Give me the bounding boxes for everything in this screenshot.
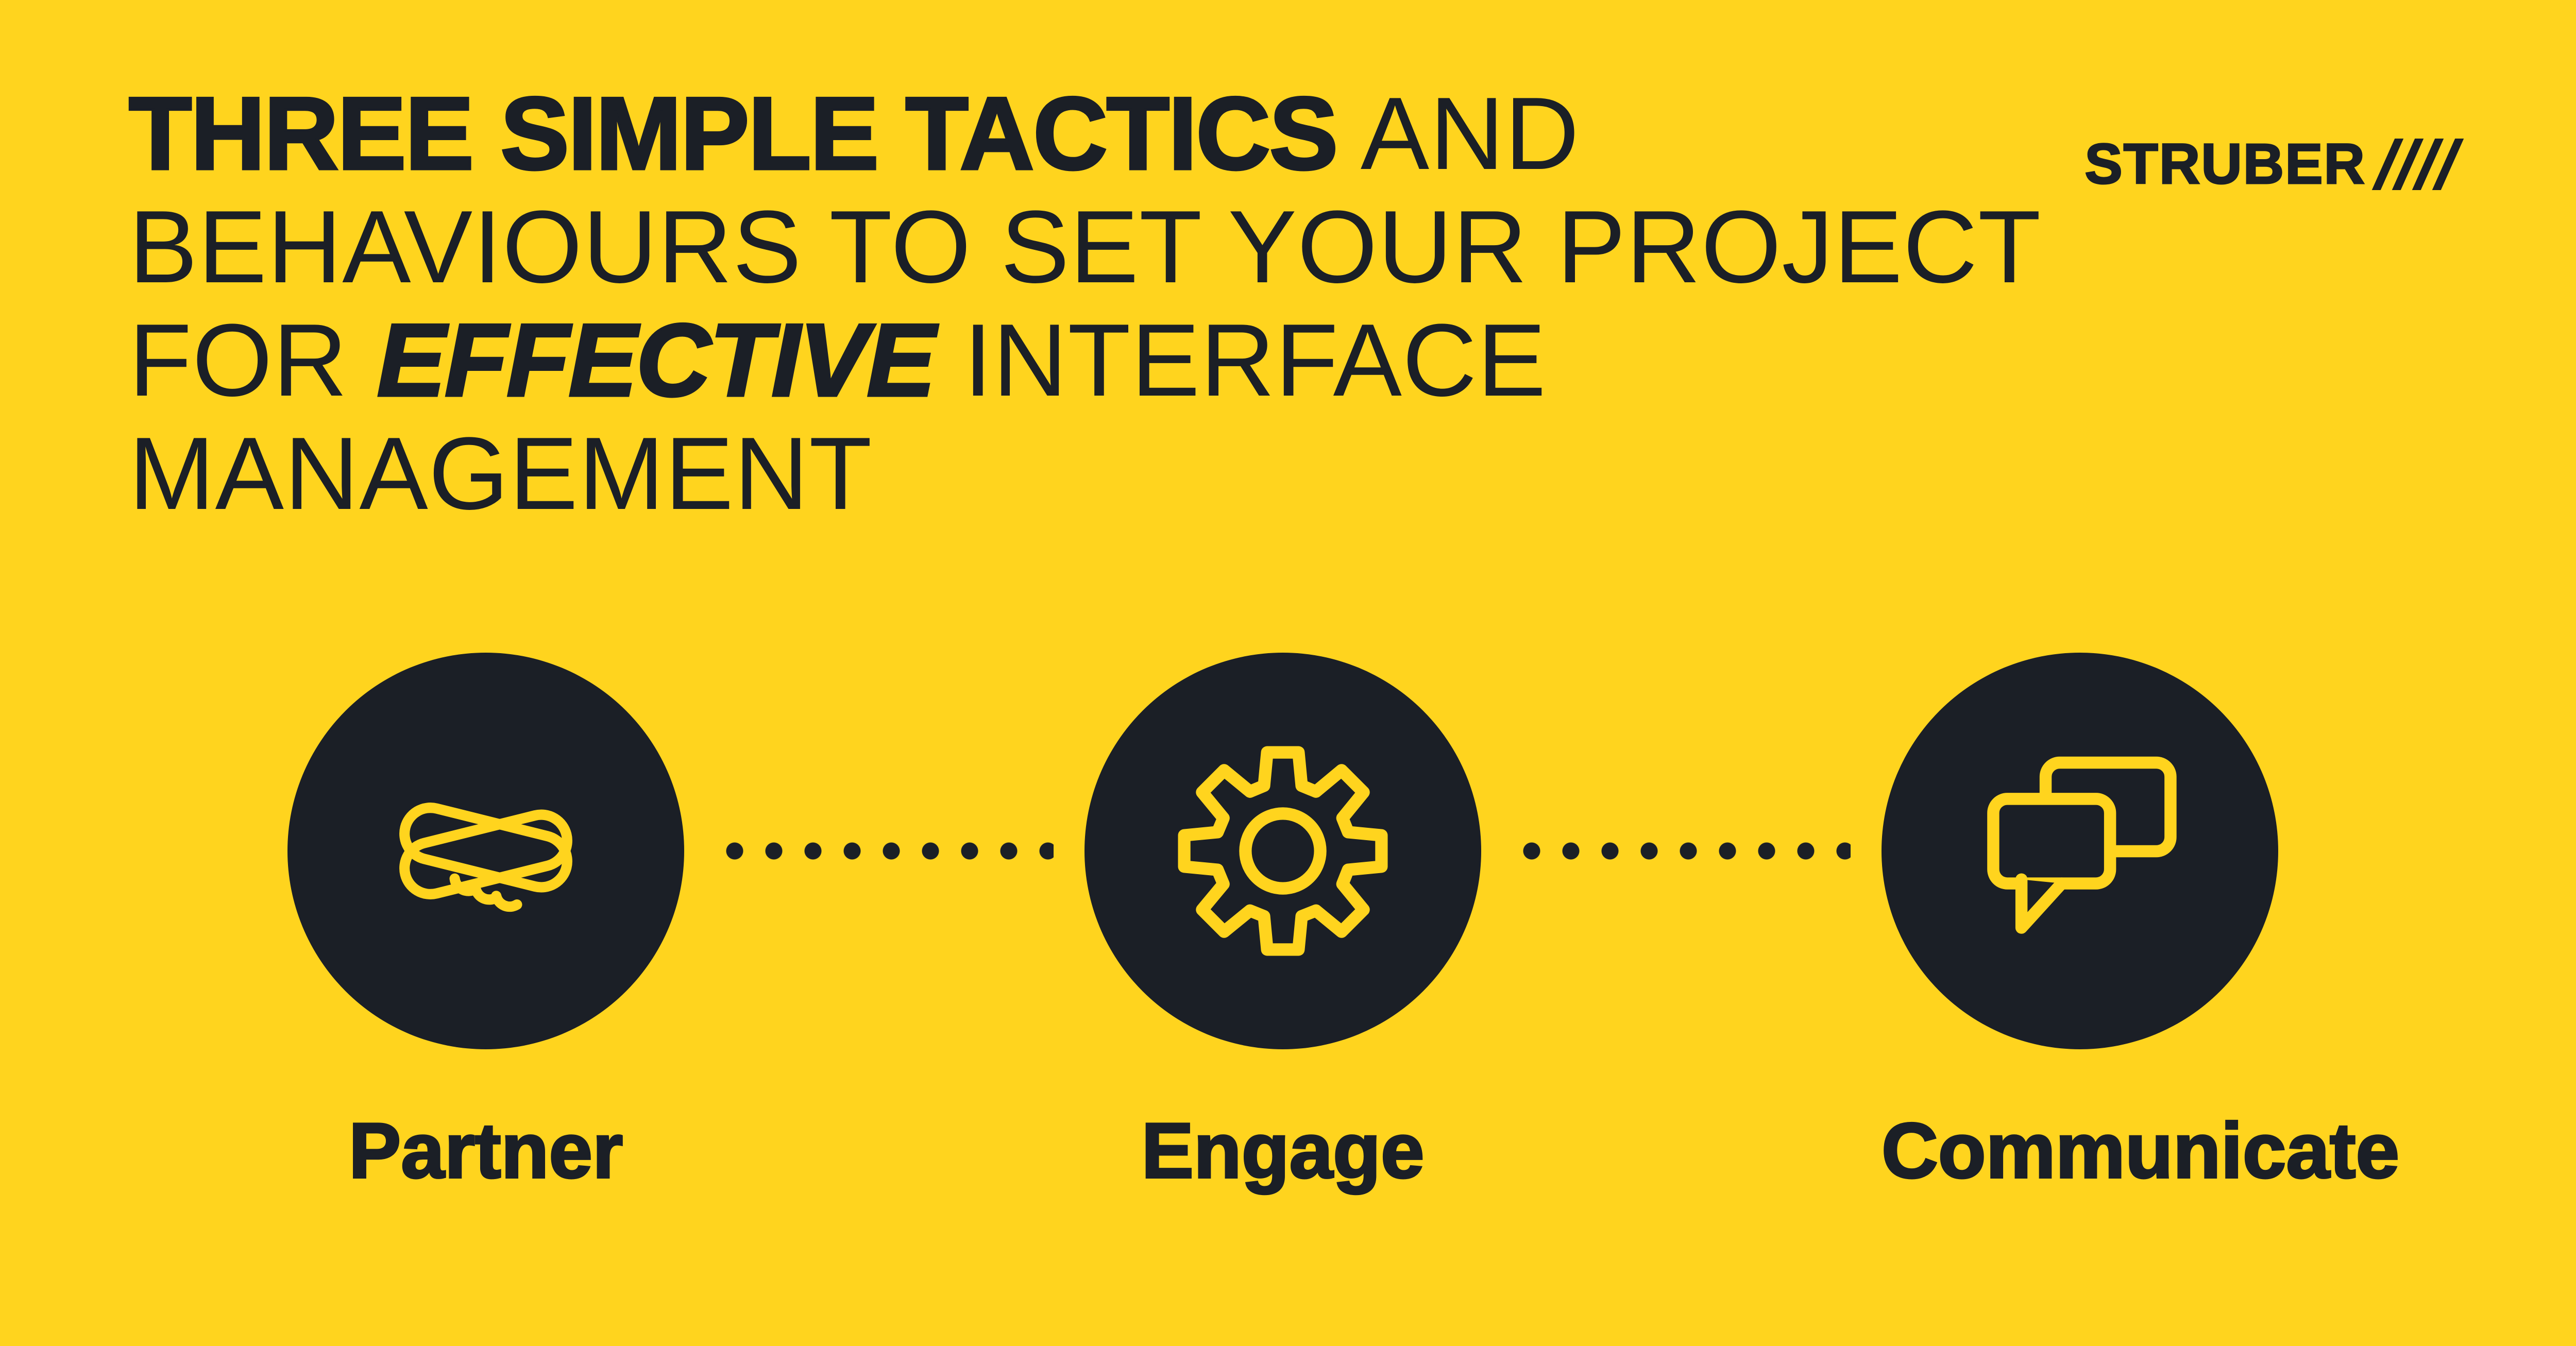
communicate-circle — [1882, 653, 2278, 1049]
headline-line-1: THREE SIMPLE TACTICS AND — [127, 76, 2035, 192]
struber-logo-text: STRUBER — [2084, 132, 2366, 197]
speech-bubbles-icon — [1987, 756, 2177, 934]
headline-segment: THREE SIMPLE TACTICS — [127, 76, 1339, 192]
headline-segment: EFFECTIVE — [376, 302, 937, 418]
headline-segment: INTERFACE — [934, 303, 1547, 418]
headline-segment: FOR — [129, 303, 377, 418]
headline-line-3: FOR EFFECTIVE INTERFACE — [129, 302, 2035, 418]
headline-segment: BEHAVIOURS TO SET YOUR PROJECT — [129, 190, 2042, 304]
three-step-diagram: Partner Engage Communicate — [287, 653, 2400, 1196]
headline-line-4: MANAGEMENT — [129, 417, 2035, 531]
headline-line-2: BEHAVIOURS TO SET YOUR PROJECT — [129, 191, 2041, 304]
headline: THREE SIMPLE TACTICS AND BEHAVIOURS TO S… — [127, 76, 2041, 531]
partner-circle — [287, 653, 684, 1049]
step-label-partner: Partner — [348, 1106, 624, 1196]
headline-segment: MANAGEMENT — [129, 416, 873, 531]
dotted-connector — [1512, 841, 1851, 861]
step-label-communicate: Communicate — [1880, 1106, 2400, 1196]
engage-circle — [1084, 653, 1481, 1049]
gear-icon — [1178, 746, 1388, 956]
step-label-engage: Engage — [1141, 1106, 1426, 1196]
dotted-connector — [715, 841, 1054, 861]
headline-segment: AND — [1337, 76, 1580, 191]
struber-logo: STRUBER — [2084, 131, 2464, 197]
handshake-icon — [399, 803, 572, 912]
four-slashes-icon — [2371, 138, 2464, 190]
